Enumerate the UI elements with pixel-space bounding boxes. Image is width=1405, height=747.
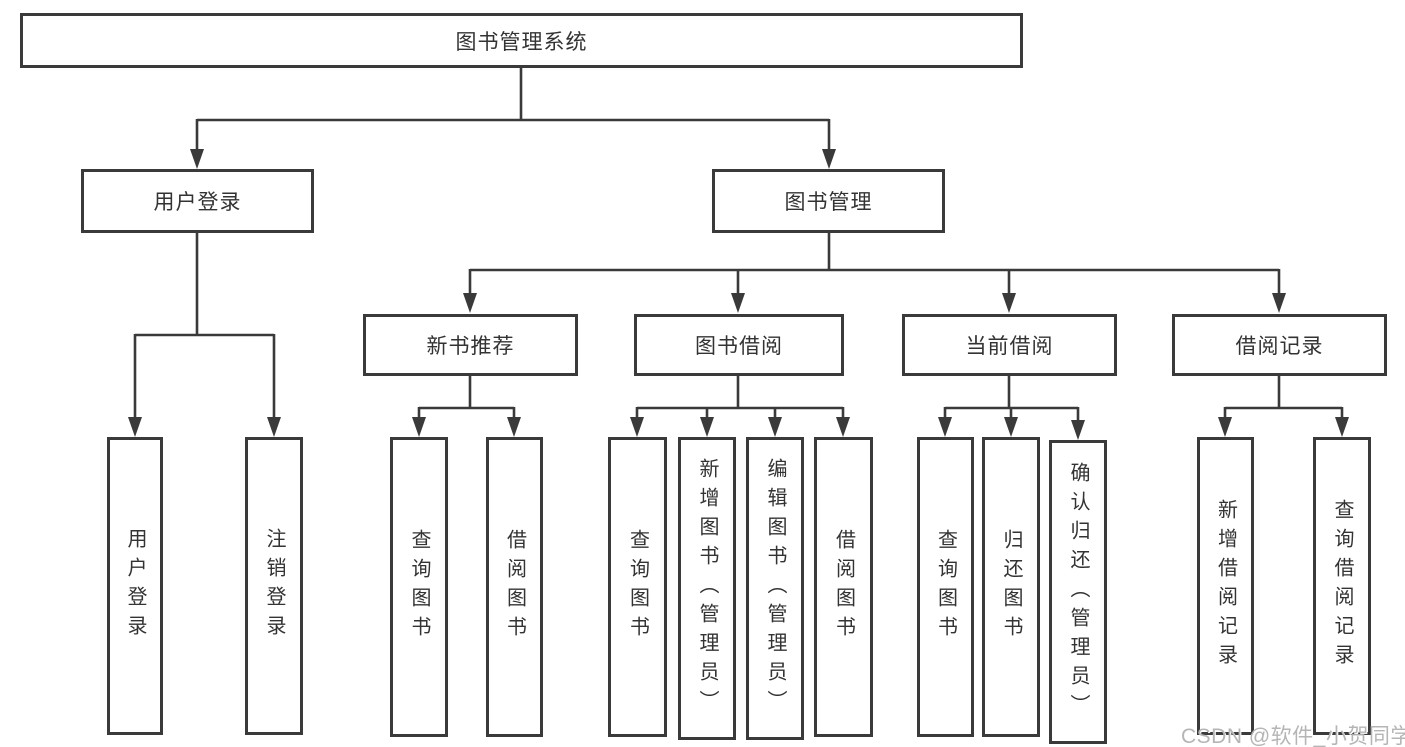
leaf-logout: 注销登录	[245, 437, 303, 735]
leaf-query-books-current-label: 查询图书	[934, 529, 957, 645]
node-user-login-label: 用户登录	[153, 191, 242, 214]
leaf-query-borrow-record: 查询借阅记录	[1313, 437, 1371, 735]
arrowheads	[128, 149, 1349, 440]
leaf-borrow-books-borrow: 借阅图书	[814, 437, 873, 737]
leaf-return-books: 归还图书	[982, 437, 1040, 737]
node-current-borrow: 当前借阅	[902, 314, 1117, 376]
leaf-query-books-recommend-label: 查询图书	[408, 529, 430, 645]
node-borrow-records: 借阅记录	[1172, 314, 1387, 376]
node-book-management-label: 图书管理	[784, 191, 873, 214]
node-book-management: 图书管理	[712, 169, 945, 233]
leaf-confirm-return-admin: 确认归还（管理员）	[1049, 440, 1107, 744]
leaf-user-login-label: 用户登录	[124, 528, 146, 644]
leaf-add-book-admin: 新增图书（管理员）	[678, 437, 736, 740]
leaf-add-borrow-record-label: 新增借阅记录	[1214, 499, 1237, 673]
leaf-borrow-books-recommend-label: 借阅图书	[503, 529, 526, 645]
node-current-borrow-label: 当前借阅	[965, 335, 1054, 358]
node-root-label: 图书管理系统	[455, 30, 588, 54]
leaf-query-books-borrow-label: 查询图书	[626, 529, 649, 645]
leaf-return-books-label: 归还图书	[1000, 529, 1022, 645]
node-root: 图书管理系统	[20, 13, 1023, 68]
leaf-borrow-books-recommend: 借阅图书	[486, 437, 543, 737]
leaf-query-books-current: 查询图书	[917, 437, 974, 737]
node-new-book-recommend-label: 新书推荐	[426, 335, 515, 358]
leaf-query-borrow-record-label: 查询借阅记录	[1331, 499, 1353, 673]
leaf-edit-book-admin-label: 编辑图书（管理员）	[764, 458, 786, 719]
node-new-book-recommend: 新书推荐	[363, 314, 578, 376]
leaf-logout-label: 注销登录	[263, 528, 285, 644]
node-borrow-records-label: 借阅记录	[1235, 335, 1324, 358]
node-book-borrow-label: 图书借阅	[695, 335, 783, 358]
node-user-login: 用户登录	[81, 169, 314, 233]
leaf-confirm-return-admin-label: 确认归还（管理员）	[1067, 461, 1089, 723]
watermark: CSDN @软件_小贺同学	[1181, 725, 1405, 747]
leaf-add-borrow-record: 新增借阅记录	[1197, 437, 1254, 735]
leaf-query-books-recommend: 查询图书	[390, 437, 448, 737]
node-book-borrow: 图书借阅	[634, 314, 844, 376]
leaf-edit-book-admin: 编辑图书（管理员）	[746, 437, 804, 740]
leaf-add-book-admin-label: 新增图书（管理员）	[696, 458, 718, 719]
leaf-user-login: 用户登录	[107, 437, 163, 735]
leaf-query-books-borrow: 查询图书	[608, 437, 667, 737]
leaf-borrow-books-borrow-label: 借阅图书	[832, 529, 855, 645]
